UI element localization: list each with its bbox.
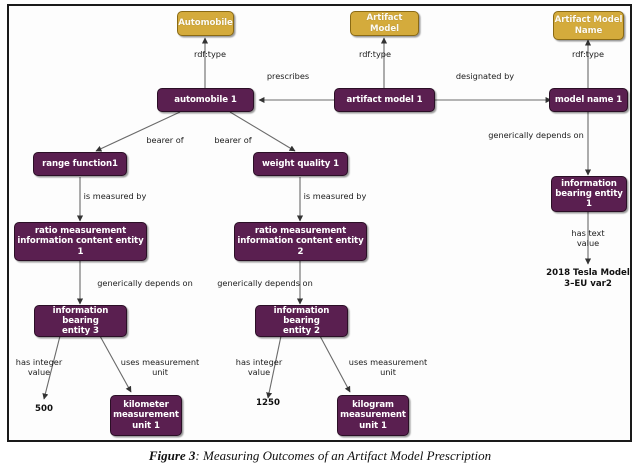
edge-label-prescribes: prescribes [266,71,310,81]
edge-label-has-integer-value-right: has integer value [235,357,283,377]
node-label: ratio measurement information content en… [237,226,364,257]
edge-label-rdf-type-artifact-model-name: rdf:type [571,49,605,59]
edge-label-is-measured-by-right: is measured by [303,191,367,201]
edge-label-uses-measurement-unit-left: uses measurement unit [120,357,200,377]
edge-label-rdf-type-automobile: rdf:type [193,49,227,59]
node-label: information bearing entity 3 [52,305,109,337]
node-label: kilometer measurement unit 1 [113,400,179,431]
node-label: ratio measurement information content en… [17,226,144,257]
node-rmice-2[interactable]: ratio measurement information content en… [234,222,367,261]
node-kilometer-measurement-unit-1[interactable]: kilometer measurement unit 1 [110,395,182,436]
edge-label-gdo-right: generically depends on [217,278,313,288]
node-range-function1[interactable]: range function1 [33,152,127,176]
node-label: Artifact Model [366,13,403,34]
node-artifact-model-name-class[interactable]: Artifact Model Name [553,11,624,40]
node-label: Artifact Model Name [554,15,623,36]
edge-label-bearer-of-right: bearer of [214,135,252,145]
edge-label-rdf-type-artifact-model: rdf:type [358,49,392,59]
figure-caption-text: Measuring Outcomes of an Artifact Model … [203,448,492,463]
figure-caption-prefix: Figure 3 [148,448,196,463]
figure-caption: Figure 3: Measuring Outcomes of an Artif… [0,448,640,464]
node-artifact-model-1[interactable]: artifact model 1 [334,88,435,112]
node-label: automobile 1 [174,94,237,105]
node-model-name-1[interactable]: model name 1 [549,88,628,112]
node-label: information bearing entity 2 [273,305,330,337]
node-label: Automobile [178,18,233,29]
node-artifact-model-class[interactable]: Artifact Model [350,11,419,36]
edge-label-has-text-value: has text value [571,228,605,248]
edge-label-gdo-model-name: generically depends on [488,130,584,140]
node-ibe-1[interactable]: information bearing entity 1 [551,176,627,212]
node-automobile-1[interactable]: automobile 1 [157,88,254,112]
node-label: artifact model 1 [346,94,423,105]
figure-caption-separator: : [195,448,204,463]
literal-1250: 1250 [256,398,280,408]
literal-500: 500 [35,404,53,414]
node-rmice-1[interactable]: ratio measurement information content en… [14,222,147,261]
node-kilogram-measurement-unit-1[interactable]: kilogram measurement unit 1 [337,395,409,436]
node-ibe-3[interactable]: information bearing entity 3 [34,305,127,337]
node-label: kilogram measurement unit 1 [340,400,406,431]
edge-label-gdo-left: generically depends on [97,278,193,288]
node-label: model name 1 [554,94,623,105]
literal-text-value: 2018 Tesla Model 3–EU var2 [546,268,630,289]
node-label: information bearing entity 1 [555,178,623,210]
edge-label-bearer-of-left: bearer of [146,135,184,145]
node-automobile-class[interactable]: Automobile [177,11,234,36]
node-label: range function1 [42,158,118,169]
edge-label-has-integer-value-left: has integer value [15,357,63,377]
node-ibe-2[interactable]: information bearing entity 2 [255,305,348,337]
edge-label-uses-measurement-unit-right: uses measurement unit [348,357,428,377]
node-weight-quality-1[interactable]: weight quality 1 [253,152,348,176]
node-label: weight quality 1 [261,158,340,169]
edge-label-is-measured-by-left: is measured by [83,191,147,201]
edge-label-designated-by: designated by [455,71,515,81]
